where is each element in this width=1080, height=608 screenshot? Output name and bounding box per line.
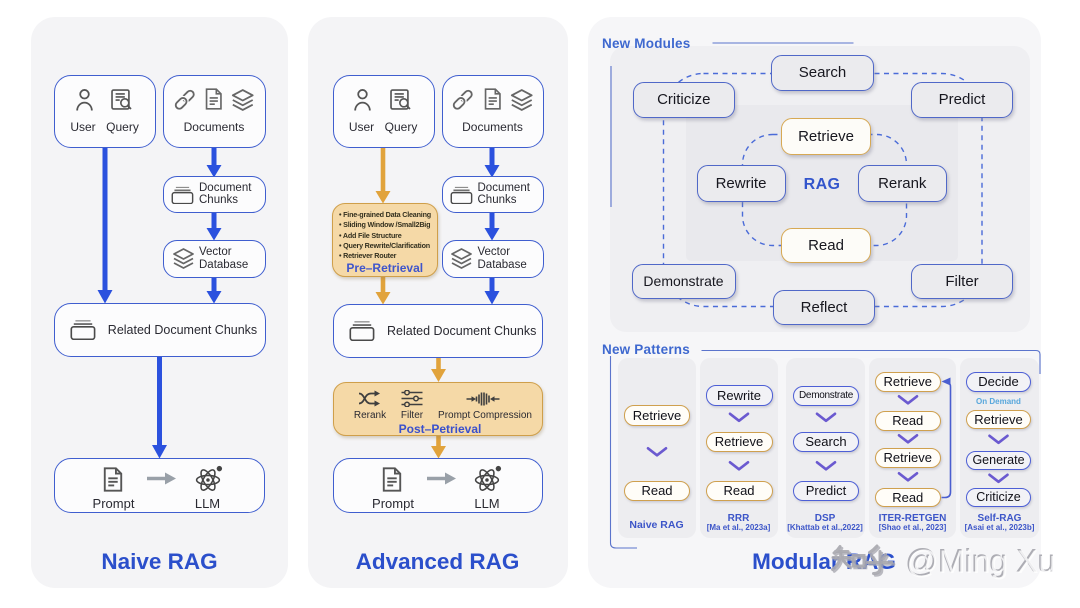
svg-text:@Ming Xu: @Ming Xu <box>905 543 1055 579</box>
svg-text:@Ming Xu: @Ming Xu <box>907 544 1057 580</box>
